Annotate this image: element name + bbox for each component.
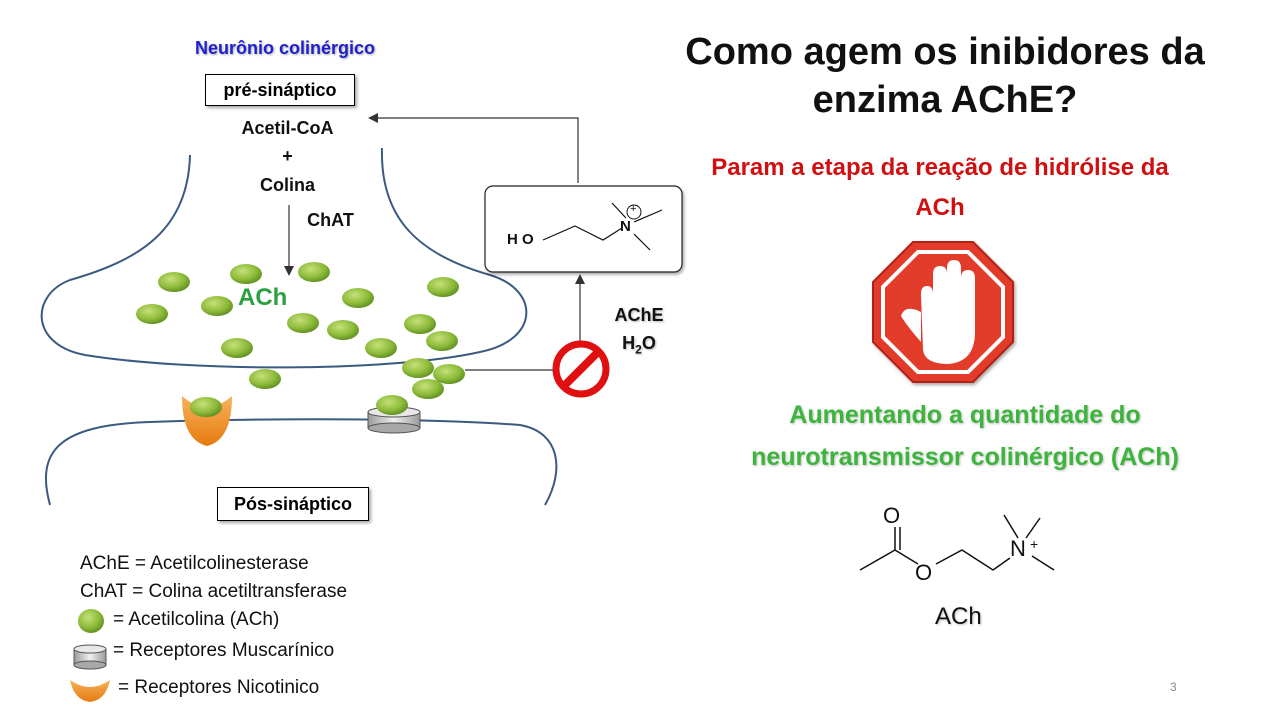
- postsynaptic-membrane: [45, 418, 558, 506]
- ach-carbonyl-o: O: [883, 503, 901, 528]
- choline-n-label: N: [620, 218, 631, 235]
- ach-vesicle: [221, 338, 253, 358]
- legend-vesicle-icon: [78, 609, 104, 633]
- acetyl-coa-label: Acetil-CoA: [241, 118, 334, 138]
- plus-sign: +: [282, 146, 293, 166]
- ach-vesicle: [426, 331, 458, 351]
- ach-vesicle: [158, 272, 190, 292]
- stop-hand-icon: [872, 241, 1014, 383]
- water-label: H2O: [622, 333, 656, 357]
- postsynaptic-label: Pós-sináptico: [217, 487, 369, 521]
- choline-label: Colina: [259, 175, 315, 195]
- ache-label: AChE: [614, 305, 664, 325]
- ach-vesicle: [427, 277, 459, 297]
- neuron-title: Neurônio colinérgico: [194, 38, 376, 58]
- legend-item-ach: = Acetilcolina (ACh): [113, 609, 280, 630]
- ach-vesicle: [412, 379, 444, 399]
- ach-caption: ACh: [935, 603, 982, 630]
- legend-crescent-icon: [70, 680, 110, 702]
- presynaptic-label: pré-sináptico: [205, 74, 355, 106]
- ach-vesicle: [342, 288, 374, 308]
- ach-vesicles: [136, 262, 465, 399]
- legend-item-chat: ChAT = Colina acetiltransferase: [80, 581, 348, 602]
- ach-vesicle: [404, 314, 436, 334]
- choline-bonds: [542, 225, 623, 241]
- ach-vesicle: [249, 369, 281, 389]
- ach-vesicle: [365, 338, 397, 358]
- ach-vesicle: [136, 304, 168, 324]
- page-number: 3: [1170, 680, 1177, 694]
- chat-label: ChAT: [307, 210, 354, 230]
- ach-n: N: [1010, 536, 1026, 561]
- ach-vesicle: [376, 395, 408, 415]
- legend-item-nicotinic: = Receptores Nicotinico: [118, 677, 320, 698]
- ach-vesicle: [230, 264, 262, 284]
- ach-vesicle: [298, 262, 330, 282]
- choline-molecule-box: [484, 185, 683, 273]
- ach-vesicle: [433, 364, 465, 384]
- ach-vesicle: [287, 313, 319, 333]
- slide-subtitle: Param a etapa da reação de hidrólise da …: [711, 154, 1169, 221]
- choline-charge: +: [630, 203, 637, 215]
- choline-return-arrow: [372, 117, 579, 183]
- presynaptic-membrane: [40, 147, 528, 369]
- ach-label: ACh: [238, 284, 288, 311]
- legend-item-muscarinic: = Receptores Muscarínico: [113, 640, 335, 661]
- ach-vesicle: [201, 296, 233, 316]
- ach-vesicle: [327, 320, 359, 340]
- prohibition-icon: [552, 340, 610, 398]
- choline-ho-label: H O: [507, 231, 534, 248]
- ach-structure: [859, 514, 1055, 571]
- result-text: Aumentando a quantidade do neurotransmis…: [751, 401, 1179, 471]
- slide-title: Como agem os inibidores da enzima AChE?: [685, 31, 1205, 121]
- legend-cylinder-icon: [73, 644, 107, 670]
- legend-item-ache: AChE = Acetilcolinesterase: [80, 553, 309, 574]
- ach-vesicle: [190, 397, 222, 417]
- ach-vesicle: [402, 358, 434, 378]
- ach-charge: +: [1030, 536, 1039, 552]
- ach-ester-o: O: [915, 560, 933, 585]
